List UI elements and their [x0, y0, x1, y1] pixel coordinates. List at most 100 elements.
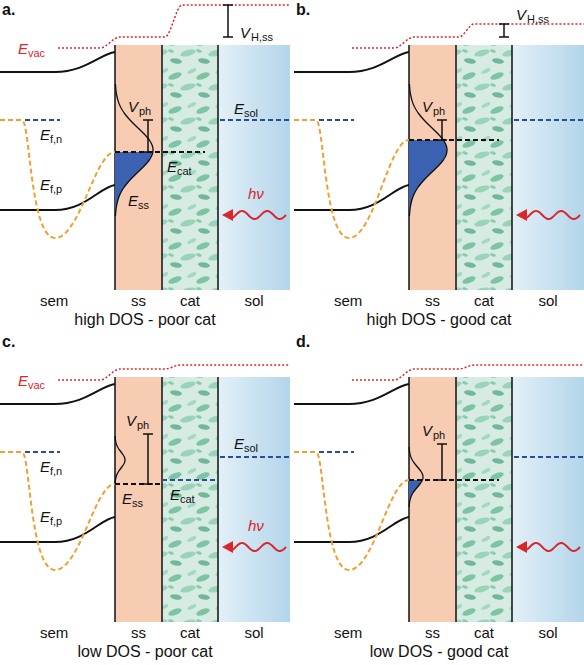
symbol: E [128, 192, 138, 210]
subscript: ph [139, 105, 151, 118]
subscript: f,p [50, 515, 62, 528]
layer-name: sol [244, 292, 263, 310]
interface-line [455, 377, 457, 622]
solution-layer [218, 45, 290, 290]
panel-letter: c. [2, 332, 15, 351]
layer-band: ss [115, 45, 162, 310]
layer-band: ss [409, 377, 456, 642]
electron-quasi-fermi-level [25, 119, 60, 121]
light-arrowhead [516, 209, 527, 221]
photovoltage-bracket [437, 120, 447, 140]
layer-name: sol [538, 292, 557, 310]
solution-level [220, 119, 290, 121]
subscript: cat [180, 493, 195, 506]
light-symbol: hν [248, 517, 264, 535]
subscript: ss [138, 199, 149, 212]
layer-band: cat [456, 45, 512, 310]
catalyst-layer [162, 377, 218, 622]
catalyst-level [162, 479, 218, 481]
symbol: V [128, 98, 138, 116]
surface-state-layer [409, 45, 456, 290]
vh-bracket [499, 24, 509, 37]
symbol: E [122, 490, 132, 508]
symbol: E [18, 372, 28, 390]
layer-name: sol [244, 624, 263, 642]
interface-line [217, 45, 219, 290]
layer-band: cat [162, 377, 218, 642]
interface-line [511, 377, 513, 622]
layer-name: sem [40, 624, 68, 642]
symbol: E [234, 100, 244, 118]
subscript: H,ss [251, 31, 273, 44]
conduction-band [294, 52, 409, 72]
surface-state-layer [115, 45, 162, 290]
surface-state-layer [409, 377, 456, 622]
catalyst-layer [162, 45, 218, 290]
interface-line [161, 377, 163, 622]
layer-name: ss [425, 292, 440, 310]
photovoltage-bracket [437, 444, 447, 480]
subscript: sol [244, 442, 258, 455]
hole-quasi-fermi-level [294, 452, 409, 570]
valence-band [294, 185, 409, 210]
light-wave [526, 211, 580, 219]
light-wave [232, 211, 286, 219]
layer-name: cat [474, 624, 494, 642]
light-arrowhead [222, 209, 233, 221]
layer-name: sem [40, 292, 68, 310]
electron-quasi-fermi-level [25, 451, 60, 453]
electron-quasi-fermi-level [319, 451, 354, 453]
layer-band: ss [115, 377, 162, 642]
subscript: f,p [50, 183, 62, 196]
dos-curve [115, 436, 125, 484]
conduction-band [294, 384, 409, 404]
catalyst-layer [456, 45, 512, 290]
light-symbol: hν [248, 185, 264, 203]
dos-curve [409, 447, 423, 507]
subscript: f,n [50, 133, 62, 146]
symbol: E [40, 508, 50, 526]
panel-caption: high DOS - good cat [367, 310, 512, 329]
layer-name: cat [180, 292, 200, 310]
symbol: V [516, 6, 526, 24]
layer-band: sol [512, 45, 584, 310]
symbol: V [240, 24, 250, 42]
symbol: E [40, 176, 50, 194]
panel-art [294, 24, 584, 290]
subscript: ph [433, 429, 445, 442]
surface-fermi-level [409, 479, 499, 481]
layer-name: sol [538, 624, 557, 642]
symbol: E [170, 486, 180, 504]
layer-name: ss [131, 292, 146, 310]
interface-line [161, 45, 163, 290]
conduction-band [0, 52, 115, 72]
light-wave [526, 543, 580, 551]
interface-line [217, 377, 219, 622]
dos-curve [115, 84, 153, 216]
layer-name: cat [180, 624, 200, 642]
symbol: E [40, 126, 50, 144]
light-arrowhead [516, 541, 527, 553]
layer-band: sol [218, 45, 290, 310]
photovoltage-bracket [143, 434, 153, 484]
subscript: vac [28, 47, 45, 60]
interface-line [114, 377, 116, 622]
solution-layer [218, 377, 290, 622]
vacuum-level [352, 24, 584, 48]
layer-band: sol [512, 377, 584, 642]
panel-letter: b. [296, 0, 310, 19]
layer-name: ss [131, 624, 146, 642]
panel-caption: low DOS - poor cat [77, 642, 212, 661]
dos-curve [409, 84, 447, 216]
subscript: ss [132, 497, 143, 510]
solution-level [220, 456, 290, 458]
vacuum-level [58, 365, 290, 380]
surface-fermi-level [115, 483, 162, 485]
solution-layer [512, 377, 584, 622]
layer-name: sem [334, 624, 362, 642]
subscript: cat [177, 165, 192, 178]
hole-quasi-fermi-level [0, 120, 115, 238]
vh-bracket [223, 5, 233, 37]
